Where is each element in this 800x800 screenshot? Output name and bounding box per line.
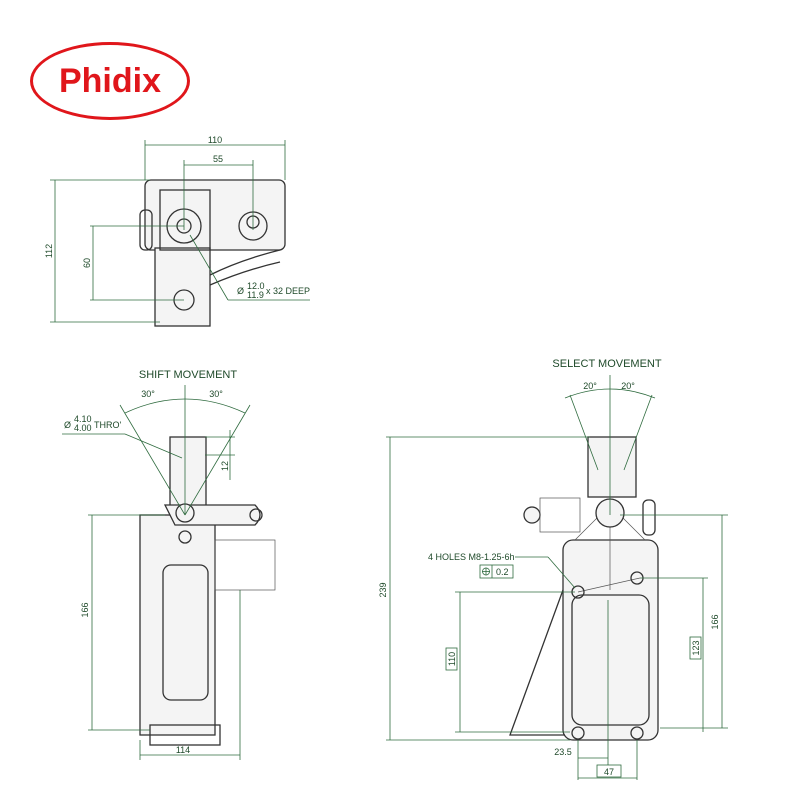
angle-left: 30°: [141, 389, 155, 399]
diameter-symbol: Ø: [64, 420, 71, 430]
dim-hole-spacing-47: 47: [604, 767, 614, 777]
dim-height-166: 166: [710, 614, 720, 629]
dim-hole-spacing-123: 123: [691, 640, 701, 655]
dim-offset-23-5: 23.5: [554, 747, 572, 757]
dim-height-239: 239: [378, 582, 388, 597]
depth-note: x 32 DEEP: [266, 286, 310, 296]
shift-view-dimensions: [62, 385, 251, 760]
phidix-logo: Phidix: [30, 42, 190, 120]
diameter-symbol: Ø: [237, 286, 244, 296]
tol-upper: 4.10: [74, 414, 92, 424]
angle-right: 20°: [621, 381, 635, 391]
tol-lower: 11.9: [247, 290, 264, 300]
top-view-part: [139, 179, 286, 327]
dim-stem-12: 12: [220, 461, 230, 471]
dim-height-166: 166: [80, 602, 90, 617]
top-view: 110 55 112 60 Ø 12.0 11.9 x 32 DEEP: [44, 135, 310, 327]
angle-left: 20°: [583, 381, 597, 391]
top-view-dimensions: [50, 140, 310, 323]
select-view: SELECT MOVEMENT 20° 20° 239 166 123 110 …: [378, 358, 728, 780]
angle-right: 30°: [209, 389, 223, 399]
tol-lower: 4.00: [74, 423, 92, 433]
dim-base-110: 110: [447, 652, 457, 666]
holes-note: 4 HOLES M8-1.25-6h: [428, 552, 515, 562]
position-tolerance: 0.2: [496, 567, 509, 577]
shift-view: SHIFT MOVEMENT 30° 30° Ø 4.10 4.00 THRO'…: [62, 369, 276, 760]
shift-view-part: [139, 436, 276, 746]
dim-height-112: 112: [44, 244, 54, 258]
thro-note: THRO': [94, 420, 121, 430]
dim-center-60: 60: [82, 258, 92, 268]
dim-width-110: 110: [208, 135, 222, 145]
shift-movement-title: SHIFT MOVEMENT: [139, 369, 237, 381]
dim-offset-55: 55: [213, 154, 223, 164]
select-movement-title: SELECT MOVEMENT: [552, 358, 661, 370]
dim-width-114: 114: [176, 745, 190, 755]
tol-upper: 12.0: [247, 281, 265, 291]
select-view-dimensions: [386, 375, 728, 780]
select-view-part: [509, 436, 659, 741]
logo-text: Phidix: [58, 61, 162, 100]
